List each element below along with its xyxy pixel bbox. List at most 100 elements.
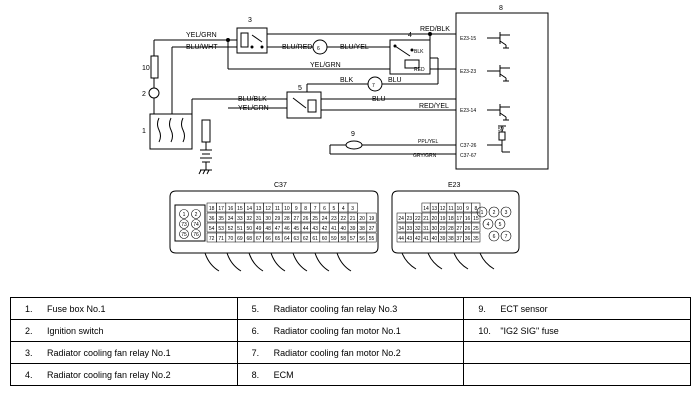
ecm-driver-e23-14 [487, 104, 510, 121]
connector-e23-pin: 11 [448, 206, 453, 212]
legend-label: Fuse box No.1 [47, 303, 106, 314]
connector-c37-pin: 44 [303, 226, 309, 232]
connector-e23-pin: 17 [456, 216, 462, 222]
connector-c37-pin: 10 [284, 206, 290, 212]
connector-e23-pin: 26 [465, 226, 471, 232]
connector-c37-pin: 40 [341, 226, 347, 232]
connector-e23-pin: 15 [473, 216, 479, 222]
wire-blk-motor: BLK [340, 77, 354, 84]
legend-number: 4. [25, 369, 33, 380]
connector-e23-pin: 41 [423, 236, 429, 242]
component-number-9: 9 [351, 131, 355, 138]
connector-c37-pin: 56 [359, 236, 365, 242]
connector-e23-pin-label: 5 [499, 222, 502, 228]
wiring-diagram-svg: 8 5V E23-15 E23-23 E23-14 C37-26 C37-67 … [142, 5, 549, 272]
connector-c37-pin: 18 [209, 206, 215, 212]
connector-c37-wire [226, 252, 242, 272]
wire-ppl-yel: PPL/YEL [418, 139, 439, 145]
connector-e23-large-pin [482, 218, 494, 230]
wire-red-blk: RED/BLK [420, 26, 450, 33]
connector-c37-pin: 3 [351, 206, 354, 212]
connector-c37-pin: 8 [304, 206, 307, 212]
fusible-link [201, 119, 211, 143]
legend-cell [463, 341, 691, 364]
legend-label: ECT sensor [500, 303, 548, 314]
connector-e23-pin: 36 [465, 236, 471, 242]
connector-c37-wire [314, 252, 330, 272]
connector-c37-pin: 49 [256, 226, 262, 232]
connector-e23-pin: 35 [473, 236, 479, 242]
connector-c37-large-pin [191, 219, 201, 229]
legend-cell [463, 363, 691, 386]
wire-yel-grn-top: YEL/GRN [186, 32, 217, 39]
connector-c37-pin: 34 [228, 216, 234, 222]
connector-e23-large-pin [488, 230, 500, 242]
wiring-diagram: 8 5V E23-15 E23-23 E23-14 C37-26 C37-67 … [142, 5, 549, 272]
legend-number: 6. [251, 325, 260, 336]
connector-c37-pin: 5 [333, 206, 336, 212]
connector-e23-pin: 34 [398, 226, 404, 232]
connector-c37-pin: 37 [369, 226, 375, 232]
connector-c37-cell [366, 212, 377, 223]
legend-cell: 9. ECT sensor [463, 297, 691, 320]
connector-e23-pin: 24 [398, 216, 404, 222]
connector-e23-pin: 10 [456, 206, 462, 212]
connector-e23-pin: 32 [415, 226, 421, 232]
legend-number: 1. [25, 303, 33, 314]
connector-c37-large-pin [191, 209, 201, 219]
legend-number: 10. [478, 325, 491, 336]
ecm-5v-circuit [487, 125, 510, 153]
ecm-driver-e23-23 [487, 65, 510, 82]
connector-c37-pin: 21 [350, 216, 356, 222]
connector-c37-pin: 30 [265, 216, 271, 222]
connector-c37-pin: 52 [228, 226, 234, 232]
connector-c37-pin: 13 [256, 206, 262, 212]
connector-e23-pin: 19 [440, 216, 446, 222]
connector-c37-pin: 69 [237, 236, 243, 242]
connector-e23-large-pin [476, 206, 488, 218]
legend-number: 8. [251, 369, 260, 380]
connector-c37-pin: 65 [275, 236, 281, 242]
fan-motor-no2 [367, 76, 383, 92]
legend-number: 9. [478, 303, 486, 314]
connector-c37-large-pin [179, 219, 189, 229]
component-number-6: 6 [317, 46, 320, 52]
connector-e23-pin: 30 [432, 226, 438, 232]
connector-e23-pin: 14 [423, 206, 429, 212]
connector-c37-pin: 23 [331, 216, 337, 222]
wire-yel-grn-mid: YEL/GRN [310, 62, 341, 69]
connector-c37-large-pin [191, 229, 201, 239]
connector-c37-cell [347, 202, 358, 213]
connector-c37-pin: 68 [247, 236, 253, 242]
connector-c37-large-pin [179, 209, 189, 219]
connector-c37-pin: 25 [312, 216, 318, 222]
connector-c37-pin: 59 [331, 236, 337, 242]
wire-blu-motor: BLU [388, 77, 402, 84]
legend-cell: 8.ECM [236, 363, 465, 386]
legend-label: "IG2 SIG" fuse [500, 325, 559, 336]
connector-e23-wire [453, 252, 469, 270]
connector-e23-pin: 38 [448, 236, 454, 242]
wire-blu-yel: BLU/YEL [340, 44, 369, 51]
connector-e23-large-pin [494, 218, 506, 230]
connector-c37-pin: 57 [350, 236, 356, 242]
connector-c37-pin: 47 [275, 226, 281, 232]
connector-e23-pin: 12 [440, 206, 446, 212]
wire-red: RED [414, 67, 425, 73]
legend-cell: 1. Fuse box No.1 [10, 297, 238, 320]
connector-c37-pin: 55 [369, 236, 375, 242]
legend-label: Radiator cooling fan motor No.1 [273, 325, 401, 336]
connector-c37-pin: 22 [341, 216, 347, 222]
connector-c37-pin: 70 [228, 236, 234, 242]
connector-c37-pin: 11 [275, 206, 280, 212]
connector-e23-pin: 44 [398, 236, 404, 242]
legend-number: 2. [25, 325, 33, 336]
wire-yel-grn-low: YEL/GRN [238, 105, 269, 112]
terminal-e23-14: E23-14 [460, 108, 476, 114]
connector-e23-wire [427, 252, 443, 270]
wire-gry-grn: GRY/GRN [413, 153, 437, 159]
